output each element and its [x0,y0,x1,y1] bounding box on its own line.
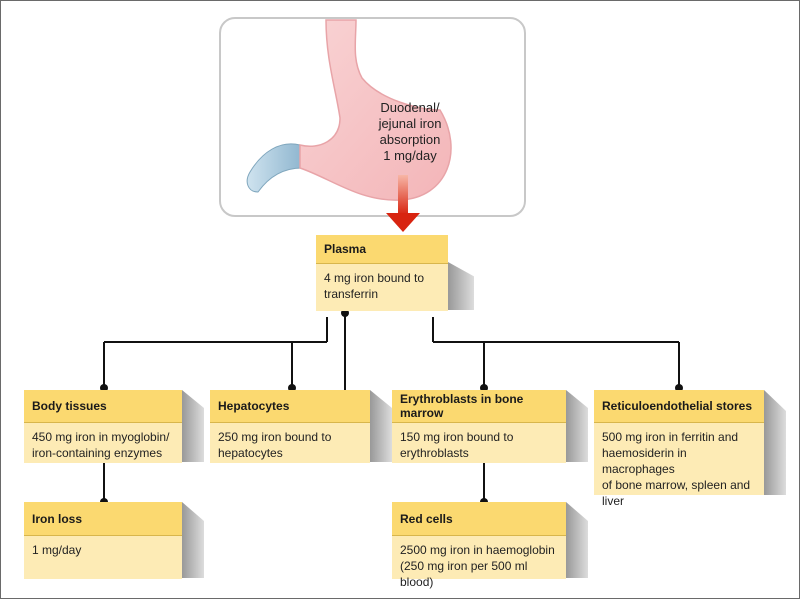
iron-loss-line: 1 mg/day [32,543,82,557]
red-cells-shadow [566,502,588,578]
plasma-content: 4 mg iron bound to transferrin [316,264,448,311]
absorption-line: Duodenal/ [380,100,440,115]
reticulo-line: 500 mg iron in ferritin and [602,430,739,444]
body-tissues-content: 450 mg iron in myoglobin/ iron-containin… [24,423,182,463]
erythroblasts-box: Erythroblasts in bone marrow 150 mg iron… [392,390,566,463]
erythroblasts-shadow [566,390,588,462]
plasma-line: transferrin [324,287,379,301]
erythroblasts-line: erythroblasts [400,446,469,460]
reticulo-shadow [764,390,786,495]
absorption-line: 1 mg/day [383,148,437,163]
reticulo-line: haemosiderin in macrophages [602,446,687,476]
erythroblasts-line: 150 mg iron bound to [400,430,514,444]
absorption-arrow-stem [398,175,408,215]
erythroblasts-content: 150 mg iron bound to erythroblasts [392,423,566,463]
iron-loss-shadow [182,502,204,578]
hepatocytes-box: Hepatocytes 250 mg iron bound to hepatoc… [210,390,370,463]
absorption-label: Duodenal/ jejunal iron absorption 1 mg/d… [365,100,455,164]
hepatocytes-line: hepatocytes [218,446,283,460]
red-cells-line: 2500 mg iron in haemoglobin [400,543,555,557]
red-cells-content: 2500 mg iron in haemoglobin (250 mg iron… [392,536,566,589]
body-tissues-box: Body tissues 450 mg iron in myoglobin/ i… [24,390,182,463]
plasma-box: Plasma 4 mg iron bound to transferrin [316,235,448,311]
iron-loss-title: Iron loss [24,502,182,536]
iron-loss-box: Iron loss 1 mg/day [24,502,182,579]
absorption-arrow-head [386,213,420,232]
body-tissues-line: iron-containing enzymes [32,446,163,460]
absorption-line: absorption [379,132,441,147]
absorption-line: jejunal iron [378,116,442,131]
body-tissues-line: 450 mg iron in myoglobin/ [32,430,170,444]
hepatocytes-shadow [370,390,392,462]
hepatocytes-title: Hepatocytes [210,390,370,423]
body-tissues-title: Body tissues [24,390,182,423]
reticulo-box: Reticuloendothelial stores 500 mg iron i… [594,390,764,508]
red-cells-line: (250 mg iron per 500 ml blood) [400,559,528,589]
reticulo-line: liver [602,494,625,508]
reticulo-line: of bone marrow, spleen and [602,478,751,492]
iron-loss-content: 1 mg/day [24,536,182,579]
reticulo-content: 500 mg iron in ferritin and haemosiderin… [594,423,764,508]
reticulo-title: Reticuloendothelial stores [594,390,764,423]
erythroblasts-title: Erythroblasts in bone marrow [392,390,566,423]
hepatocytes-line: 250 mg iron bound to [218,430,332,444]
hepatocytes-content: 250 mg iron bound to hepatocytes [210,423,370,463]
plasma-title: Plasma [316,235,448,264]
body-tissues-shadow [182,390,204,462]
red-cells-box: Red cells 2500 mg iron in haemoglobin (2… [392,502,566,589]
duodenum-shape [246,143,303,193]
connector-dot [341,309,349,317]
red-cells-title: Red cells [392,502,566,536]
plasma-line: 4 mg iron bound to [324,271,425,285]
